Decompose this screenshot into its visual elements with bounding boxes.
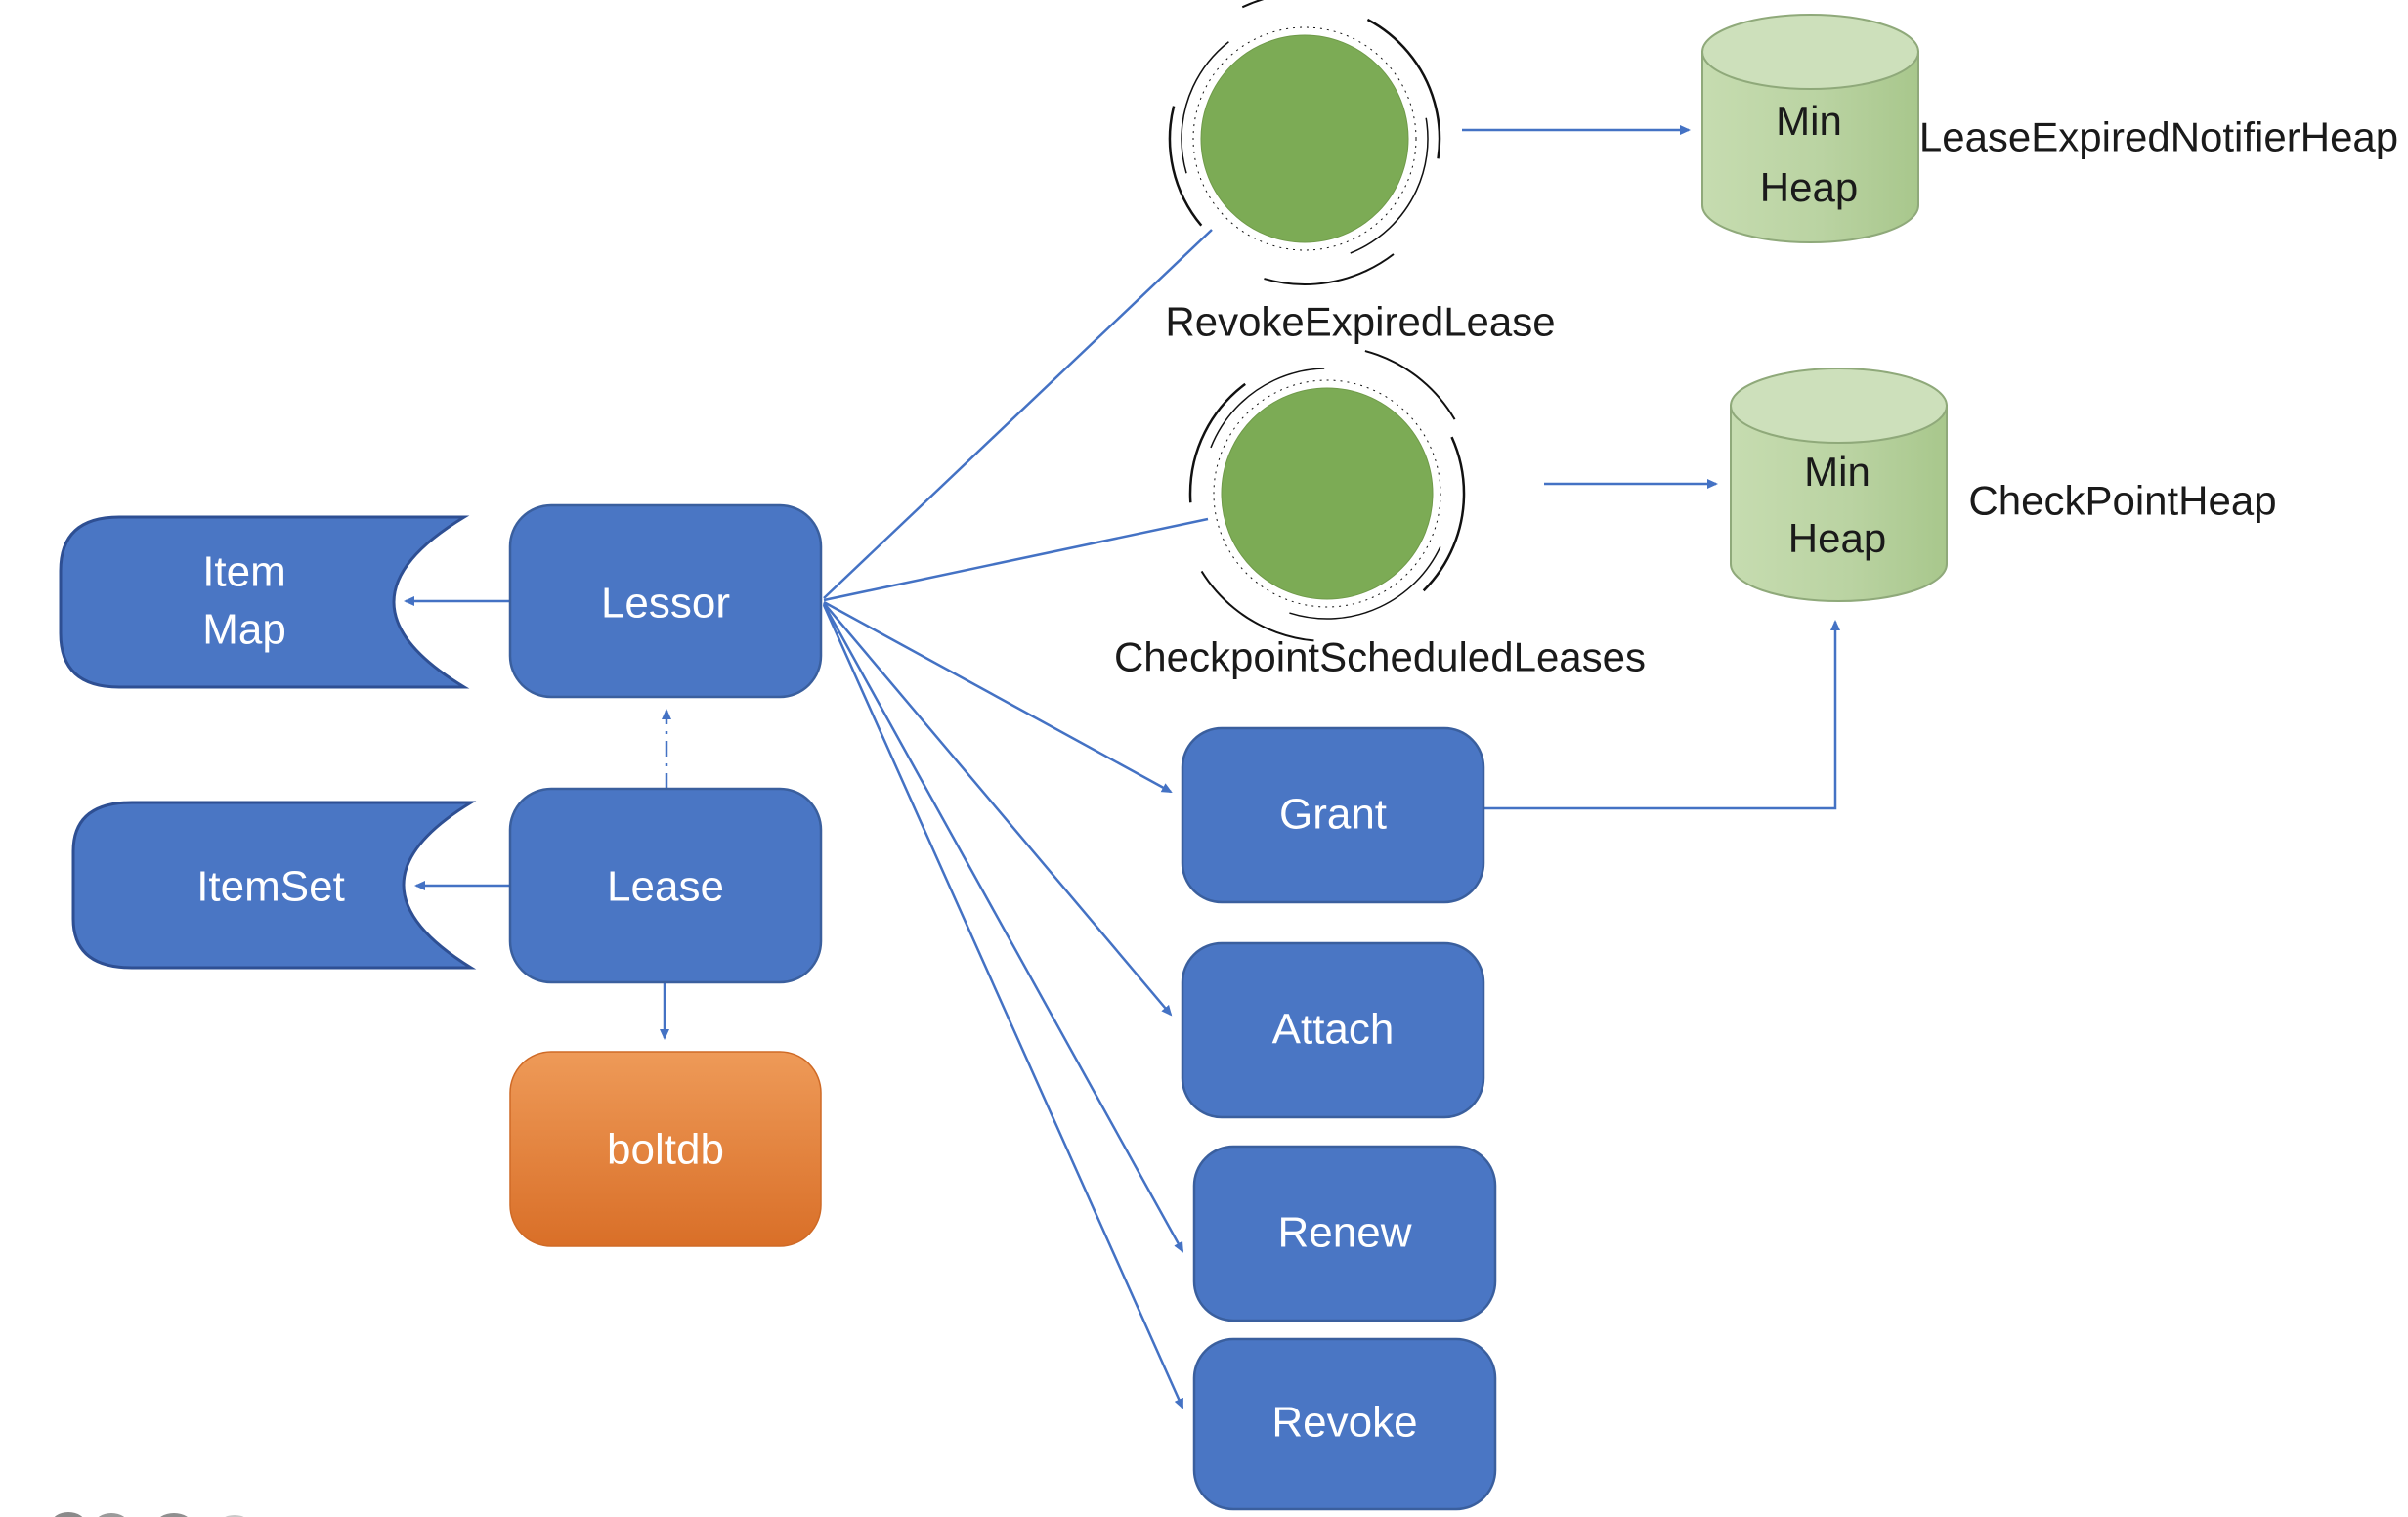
min-heap-1-line1: Min (1776, 98, 1842, 144)
boltdb-label: boltdb (607, 1125, 724, 1174)
grant-label: Grant (1278, 790, 1388, 839)
lessor-node (508, 503, 823, 699)
min-heap-2-label: Min Heap (1788, 452, 1886, 559)
revoke-node (1192, 1337, 1497, 1511)
revoke-label: Revoke (1271, 1398, 1418, 1447)
revoke-expired-lease-loop-icon (1158, 0, 1451, 285)
lease-node (508, 787, 823, 984)
edge-lessor-to-revoke (822, 604, 1184, 1409)
revoke-expired-lease-annotation: RevokeExpiredLease (1165, 298, 1556, 345)
edge-lessor-to-attach (823, 602, 1173, 1017)
min-heap-1-line2: Heap (1759, 164, 1859, 210)
boltdb-node (509, 1051, 822, 1247)
item-map-label-line1: Item (202, 547, 286, 596)
min-heap-2-cylinder (1730, 368, 1948, 602)
lease-label: Lease (607, 862, 724, 911)
lease-expired-notifier-heap-annotation: LeaseExpiredNotifierHeap (1918, 113, 2399, 160)
attach-node (1181, 941, 1485, 1119)
min-heap-2-line2: Heap (1787, 515, 1887, 561)
item-map-label-line2: Map (202, 606, 286, 654)
edge-grant-to-minheap2 (1484, 620, 1840, 810)
attach-label: Attach (1271, 1005, 1395, 1054)
check-point-heap-annotation: CheckPointHeap (1968, 477, 2277, 524)
itemset-shape (71, 801, 477, 970)
renew-node (1192, 1145, 1497, 1322)
min-heap-1-label: Min Heap (1760, 101, 1858, 208)
edge-lessor-to-checkpointscheduledleases (823, 517, 1209, 602)
item-map-shape (59, 515, 470, 689)
checkpoint-scheduled-leases-annotation: CheckpointScheduledLeases (1113, 633, 1647, 680)
checkpoint-scheduled-leases-loop-icon (1179, 345, 1476, 642)
cropped-shapes-bottom-edge (54, 1512, 244, 1517)
edge-lessor-to-revokeexpiredlease (823, 229, 1213, 599)
edge-lessor-to-renew (822, 603, 1184, 1253)
min-heap-2-line1: Min (1804, 449, 1870, 495)
renew-label: Renew (1277, 1208, 1412, 1257)
min-heap-1-cylinder (1701, 14, 1919, 243)
item-map-label: Item Map (202, 543, 286, 660)
itemset-label: ItemSet (196, 862, 345, 911)
grant-node (1181, 726, 1485, 904)
lessor-label: Lessor (600, 579, 731, 628)
edge-lessor-to-grant (823, 600, 1173, 794)
